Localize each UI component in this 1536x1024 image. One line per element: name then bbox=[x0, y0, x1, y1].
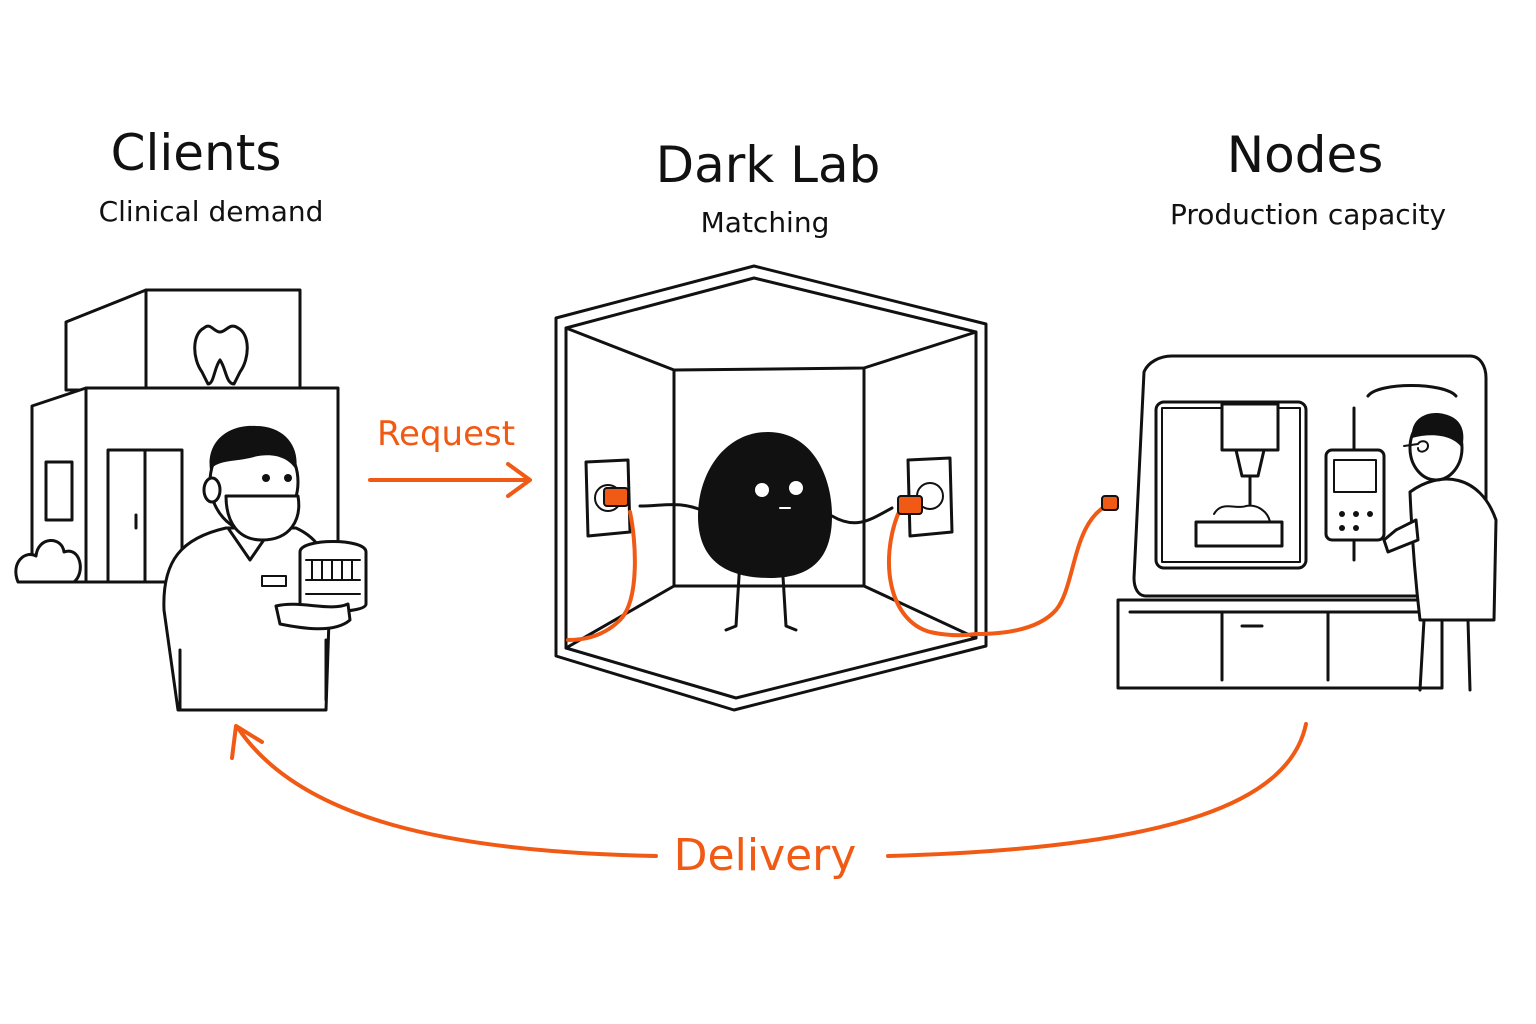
dark-lab-cube-icon bbox=[554, 264, 988, 712]
nodes-subtitle: Production capacity bbox=[1170, 198, 1446, 231]
clients-subtitle: Clinical demand bbox=[99, 195, 324, 228]
dentist-icon bbox=[162, 425, 332, 712]
request-label: Request bbox=[377, 414, 515, 454]
delivery-arrow bbox=[230, 722, 1308, 858]
tooth-icon bbox=[193, 324, 249, 386]
dark-lab-title: Dark Lab bbox=[656, 136, 881, 194]
left-cable bbox=[566, 487, 637, 642]
request-arrow bbox=[368, 462, 532, 498]
denture-model-icon bbox=[274, 540, 368, 631]
clients-title: Clients bbox=[111, 124, 282, 182]
technician-icon bbox=[1382, 413, 1498, 692]
dark-lab-subtitle: Matching bbox=[701, 206, 830, 239]
delivery-label: Delivery bbox=[674, 830, 857, 881]
nodes-title: Nodes bbox=[1227, 126, 1384, 184]
blob-mascot-icon bbox=[638, 432, 894, 632]
right-cable bbox=[887, 495, 1119, 638]
